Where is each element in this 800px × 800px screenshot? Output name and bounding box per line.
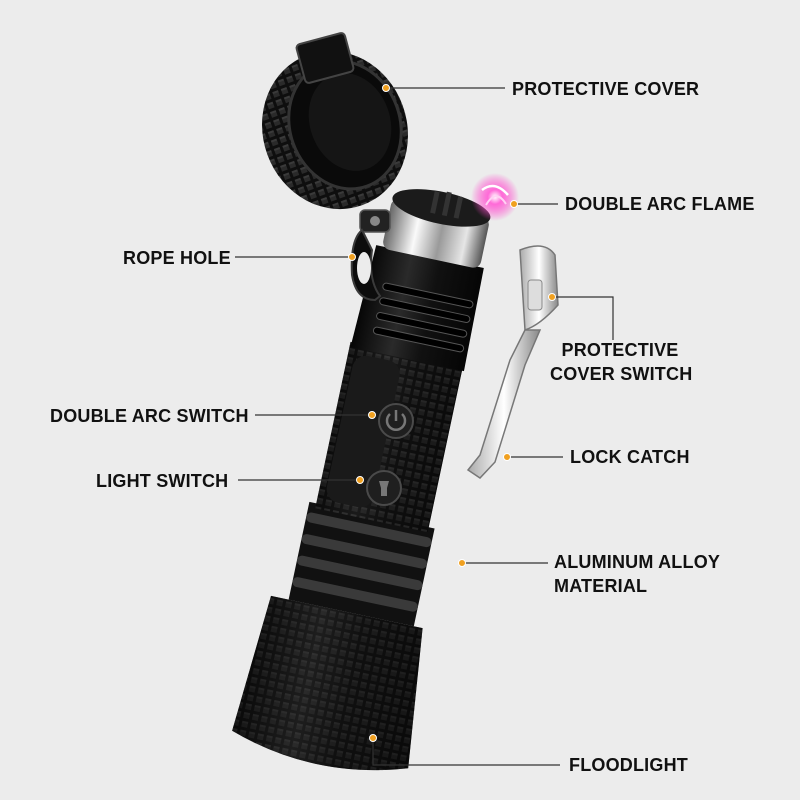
flashlight-icon [379,481,389,496]
rope-hole [350,228,382,302]
label-double-arc-flame: DOUBLE ARC FLAME [565,194,755,214]
power-icon [385,413,407,431]
label-rope-hole: ROPE HOLE [123,248,231,268]
protective-cover [262,32,408,233]
label-aluminum-line1: ALUMINUM ALLOY [554,552,721,572]
label-aluminum-line2: MATERIAL [554,576,648,596]
label-protective-cover-switch-line1: PROTECTIVE [561,340,679,360]
double-arc-switch[interactable] [378,403,414,439]
callout-dots [348,84,556,742]
light-switch[interactable] [366,470,402,506]
arc-electrodes [430,191,464,219]
cooling-fins [288,501,435,627]
double-arc-flame [471,173,519,221]
lock-catch-wire [466,329,542,479]
cover-switch-clip [466,245,559,479]
label-light-switch: LIGHT SWITCH [96,471,229,491]
flashlight-body [232,189,491,771]
label-aluminum-alloy: ALUMINUM ALLOY MATERIAL [554,550,720,598]
leader-lines [235,87,614,766]
label-double-arc-switch: DOUBLE ARC SWITCH [50,406,249,426]
label-protective-cover: PROTECTIVE COVER [512,79,700,99]
label-protective-cover-switch: PROTECTIVE COVER SWITCH [550,338,693,386]
label-floodlight: FLOODLIGHT [569,755,688,775]
label-lock-catch: LOCK CATCH [570,447,690,467]
body-grooves [372,282,474,353]
label-protective-cover-switch-line2: COVER SWITCH [550,364,693,384]
